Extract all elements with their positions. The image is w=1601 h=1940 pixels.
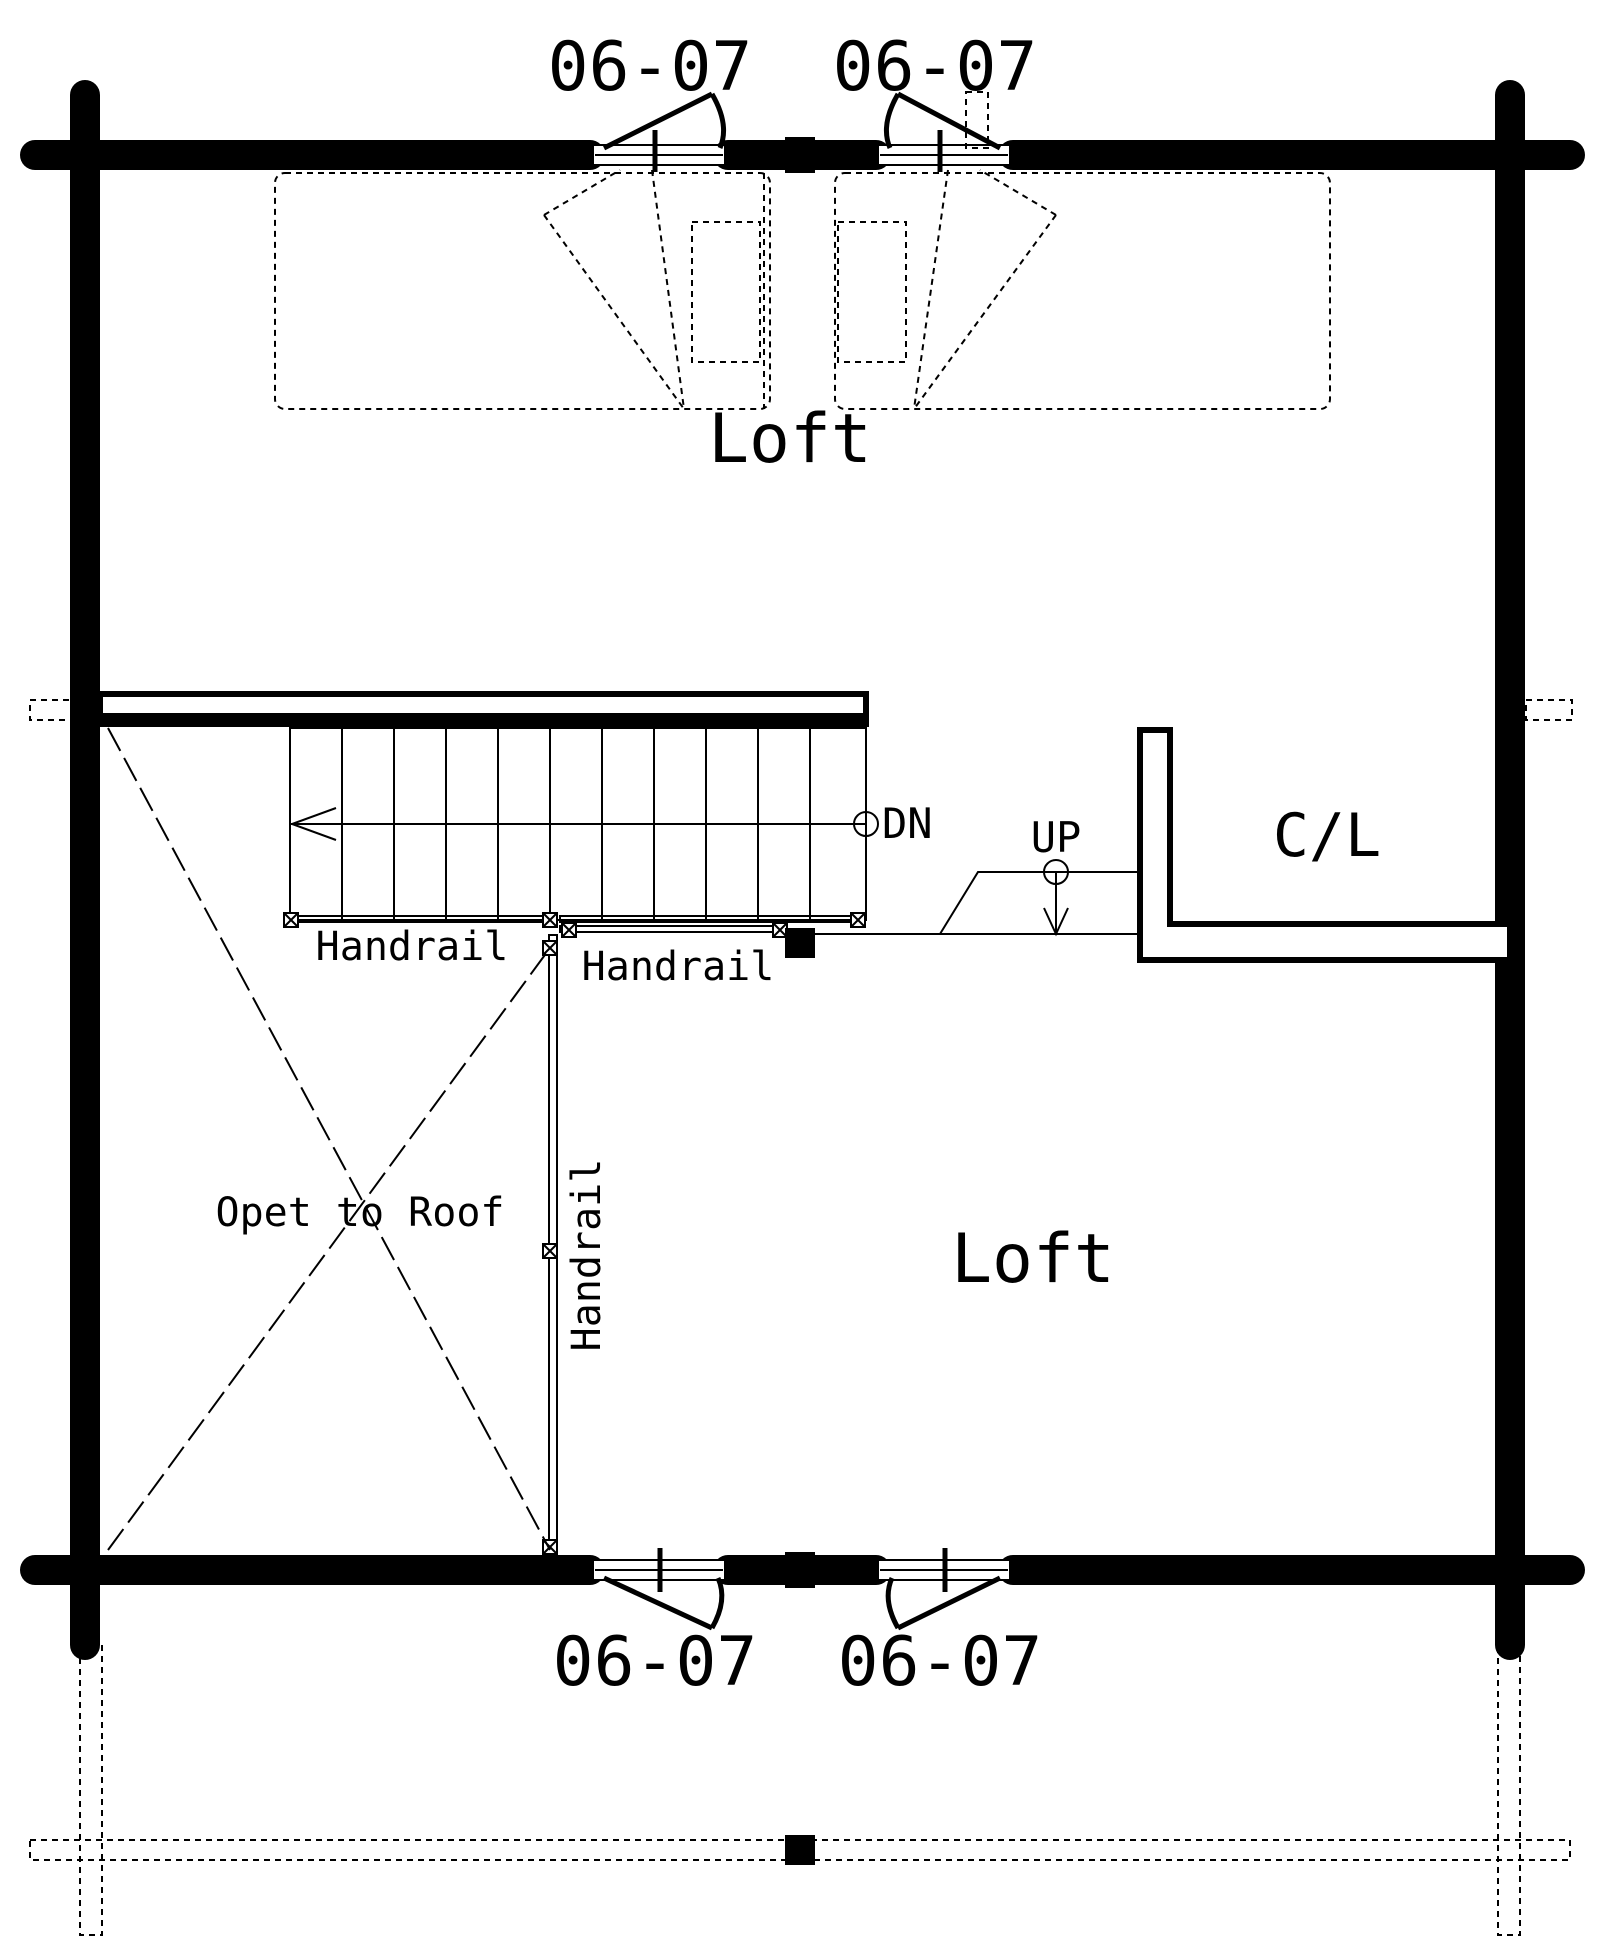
handrail-label-right: Handrail: [582, 944, 775, 990]
handrail-posts: [283, 912, 866, 1555]
stair-top-wall: [97, 691, 869, 727]
window-top-right: [877, 91, 1011, 172]
open-to-roof-label: Opet to Roof: [216, 1190, 505, 1236]
window-label-top-right: 06-07: [833, 28, 1038, 107]
structural-post: [785, 928, 815, 958]
bottom-wall-post: [785, 1552, 815, 1588]
stair-arrowhead: [289, 807, 337, 841]
closet-walls: [1137, 727, 1513, 963]
room-label-lower-loft: Loft: [951, 1220, 1115, 1299]
window-label-bottom-left: 06-07: [553, 1623, 758, 1702]
open-to-roof-diagonals: [107, 727, 551, 1551]
staircase: [289, 727, 879, 921]
stair-start-circle: [853, 811, 879, 837]
window-bottom-left: [592, 1548, 726, 1631]
window-label-bottom-right: 06-07: [838, 1623, 1043, 1702]
loft-ladder: [815, 859, 1140, 937]
window-bottom-right: [877, 1548, 1011, 1631]
ladder-up-label: UP: [1031, 813, 1082, 862]
upper-loft-dashed-outline: [274, 169, 1331, 410]
top-wall-post: [785, 137, 815, 173]
window-label-top-left: 06-07: [548, 28, 753, 107]
handrail-label-left: Handrail: [316, 924, 509, 970]
room-label-closet: C/L: [1273, 801, 1381, 871]
handrail-label-vertical: Handrail: [564, 1159, 610, 1352]
porch-post: [785, 1835, 815, 1865]
room-label-upper-loft: Loft: [708, 400, 872, 479]
window-top-left: [592, 91, 727, 172]
stair-down-label: DN: [882, 799, 933, 848]
exterior-walls: [20, 80, 1585, 1660]
